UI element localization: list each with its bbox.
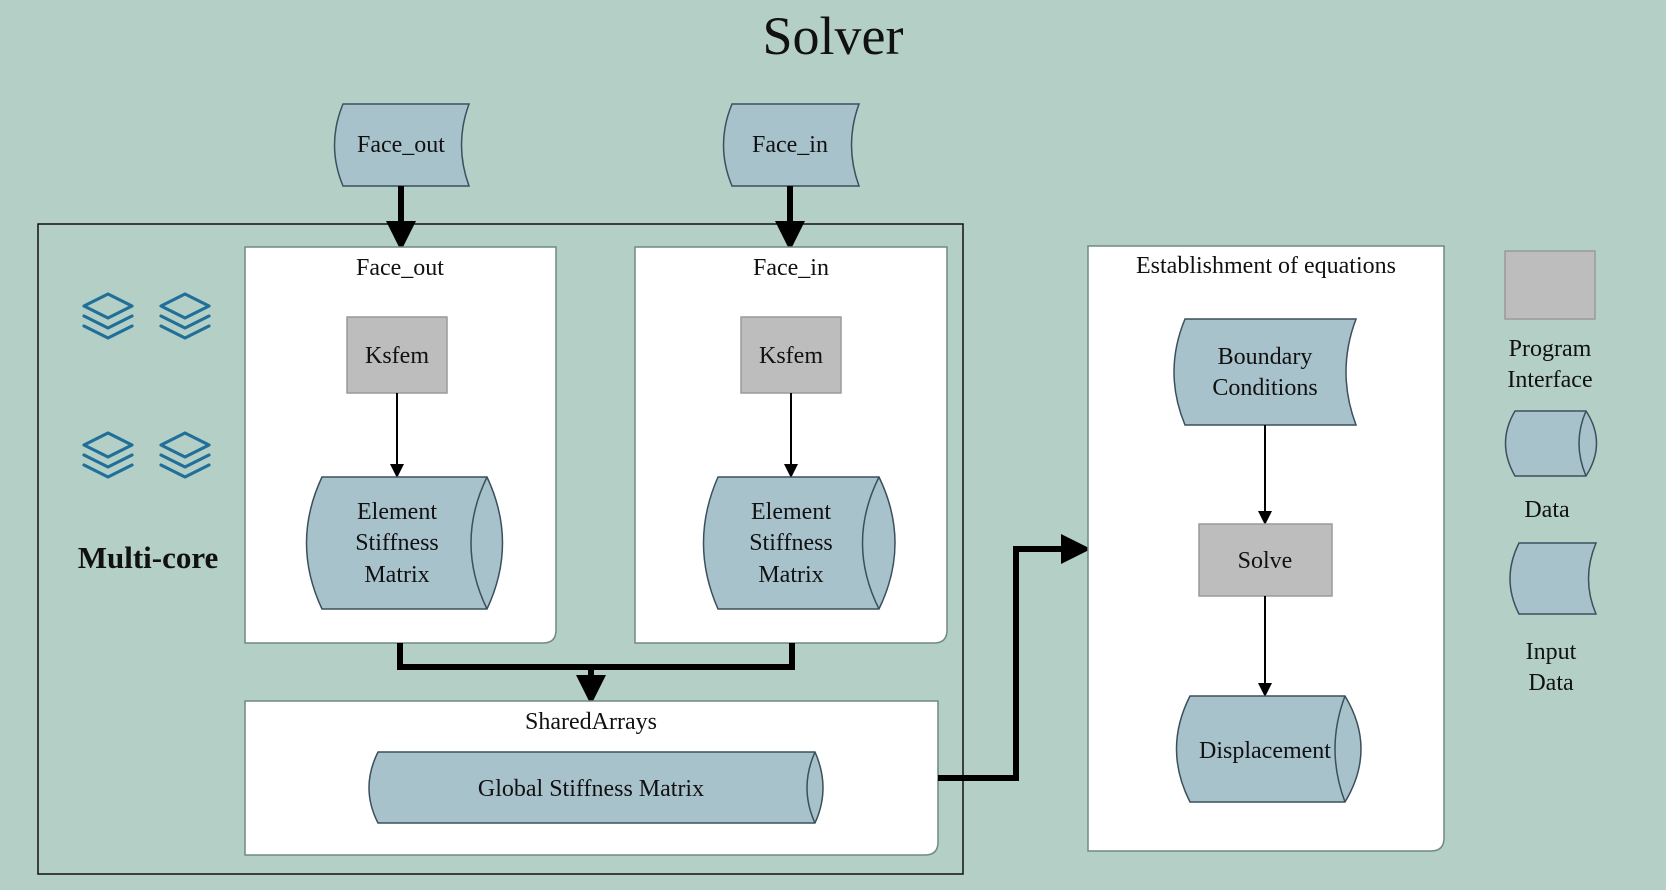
panel-face-in: Face_in Ksfem Element Stiffness Matrix bbox=[634, 246, 948, 644]
ksfem-label-in: Ksfem bbox=[759, 343, 823, 369]
element-stiffness-out: Element Stiffness Matrix bbox=[305, 476, 504, 610]
layers-icon bbox=[82, 292, 134, 340]
input-face-in: Face_in bbox=[722, 103, 861, 187]
diagram-title: Solver bbox=[763, 6, 904, 66]
displacement-data: Displacement bbox=[1175, 695, 1362, 803]
layers-icon bbox=[82, 431, 134, 479]
layers-icon bbox=[159, 292, 211, 340]
element-stiffness-out-line2: Stiffness bbox=[355, 530, 439, 556]
global-stiffness-label: Global Stiffness Matrix bbox=[478, 776, 704, 802]
panel-face-in-title: Face_in bbox=[753, 255, 829, 281]
ksfem-label-out: Ksfem bbox=[365, 343, 429, 369]
input-face-out-label: Face_out bbox=[357, 132, 445, 158]
arrow-to-equations bbox=[938, 534, 1091, 781]
element-stiffness-in-line3: Matrix bbox=[758, 562, 823, 588]
shared-arrays-title: SharedArrays bbox=[525, 709, 657, 735]
merge-connector bbox=[397, 643, 795, 670]
legend-program-interface-line2: Interface bbox=[1507, 367, 1592, 393]
legend-input-data-line2: Data bbox=[1528, 670, 1574, 696]
element-stiffness-in-line2: Stiffness bbox=[749, 530, 833, 556]
boundary-conditions: Boundary Conditions bbox=[1173, 318, 1358, 426]
legend-input-data-line1: Input bbox=[1526, 639, 1577, 665]
element-stiffness-out-line3: Matrix bbox=[364, 562, 429, 588]
input-face-out: Face_out bbox=[333, 103, 471, 187]
panel-shared-arrays: SharedArrays Global Stiffness Matrix bbox=[244, 700, 939, 856]
panel-equations: Establishment of equations Boundary Cond… bbox=[1087, 245, 1445, 852]
panel-face-out-title: Face_out bbox=[356, 255, 444, 281]
element-stiffness-in-line1: Element bbox=[751, 499, 831, 525]
layers-icon bbox=[159, 431, 211, 479]
legend-program-interface-swatch bbox=[1504, 250, 1596, 320]
equations-title: Establishment of equations bbox=[1136, 253, 1396, 279]
multicore-frame bbox=[37, 223, 964, 875]
panel-face-out: Face_out Ksfem Element Stiffness Matrix bbox=[244, 246, 557, 644]
multicore-label: Multi-core bbox=[78, 540, 219, 575]
boundary-conditions-line1: Boundary bbox=[1218, 344, 1313, 370]
legend-data-label: Data bbox=[1524, 497, 1570, 523]
ksfem-interface-out bbox=[346, 316, 448, 394]
ksfem-interface-in bbox=[740, 316, 842, 394]
legend: Program Interface Data Input Data bbox=[1504, 250, 1598, 696]
solve-label: Solve bbox=[1238, 548, 1293, 574]
input-face-in-label: Face_in bbox=[752, 132, 828, 158]
element-stiffness-in: Element Stiffness Matrix bbox=[702, 476, 896, 610]
element-stiffness-out-line1: Element bbox=[357, 499, 437, 525]
global-stiffness-matrix: Global Stiffness Matrix bbox=[368, 751, 824, 824]
legend-program-interface-line1: Program bbox=[1509, 336, 1592, 362]
legend-input-data-swatch bbox=[1509, 542, 1598, 615]
displacement-label: Displacement bbox=[1199, 738, 1331, 764]
boundary-conditions-line2: Conditions bbox=[1212, 375, 1317, 401]
